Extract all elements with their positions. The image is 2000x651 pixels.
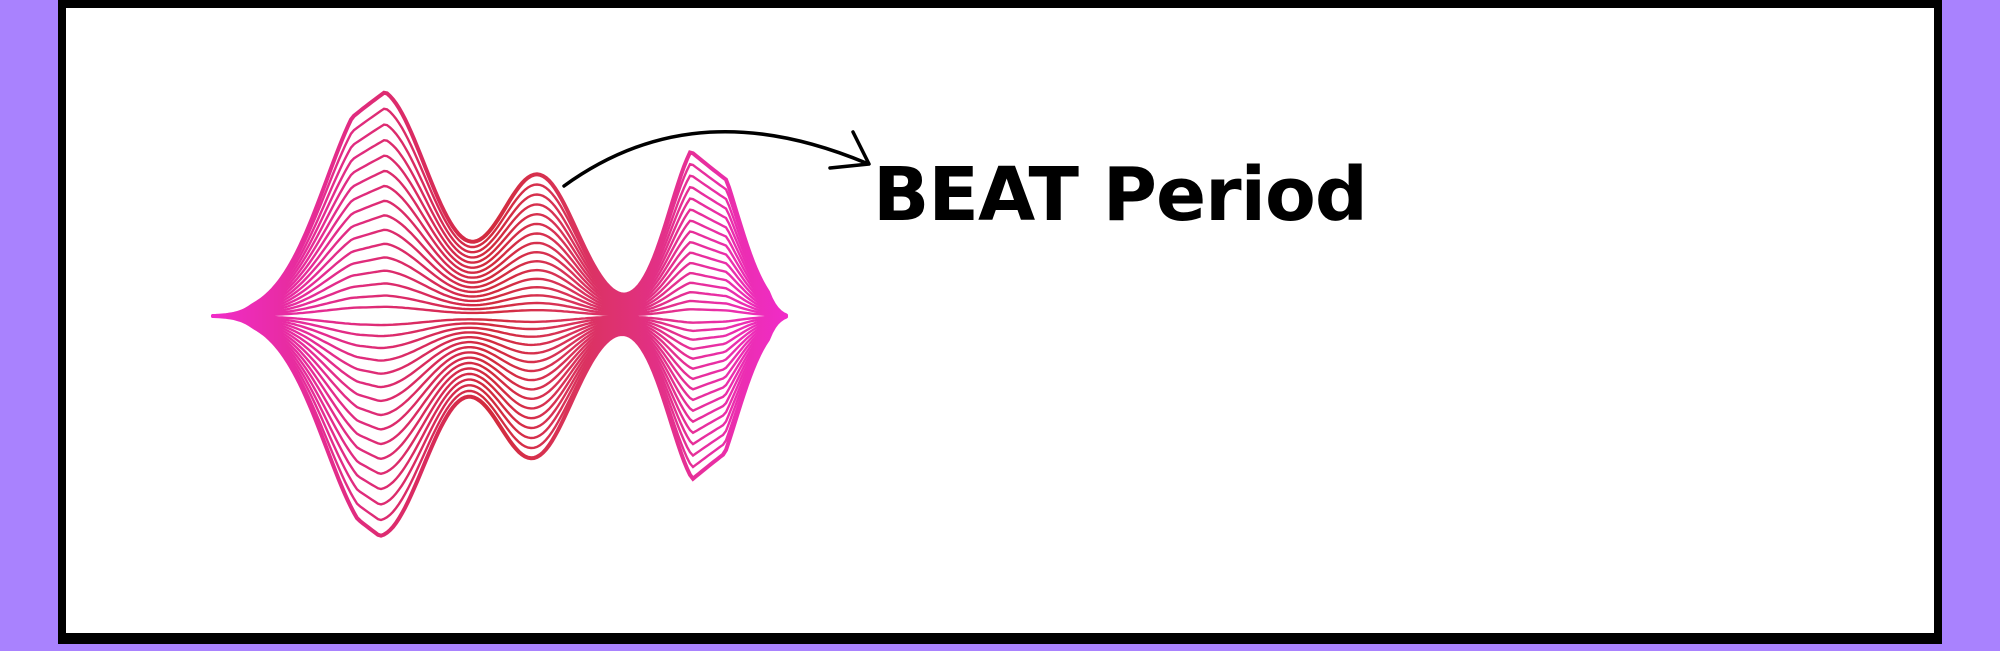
wave-line <box>211 314 788 538</box>
wave-line <box>211 294 788 318</box>
wave-line <box>211 305 788 318</box>
wave-line <box>211 214 788 318</box>
arrow-icon <box>562 130 871 188</box>
wave-line <box>211 138 788 318</box>
wave-line <box>211 184 788 318</box>
wave-line <box>211 314 788 491</box>
wave-line <box>211 314 788 522</box>
diagram-canvas: BEAT Period <box>66 8 1934 633</box>
wave-line <box>211 314 788 389</box>
wave-line <box>211 154 788 318</box>
wave-line <box>211 314 788 446</box>
wave-line <box>211 269 788 318</box>
wave-line <box>211 199 788 318</box>
diagram-svg <box>211 90 871 538</box>
wave-line <box>211 314 788 338</box>
wave-line <box>211 314 788 350</box>
beat-period-label: BEAT Period <box>873 152 1368 238</box>
wave-line <box>211 314 788 417</box>
wave-line <box>211 256 788 318</box>
wave-line <box>211 242 788 318</box>
wave-line <box>211 314 788 506</box>
wave-line <box>211 282 788 318</box>
wave-line <box>211 314 788 327</box>
wave-line <box>211 107 788 318</box>
arrow-head <box>828 130 871 170</box>
wave-line <box>211 90 788 318</box>
wave-line <box>211 169 788 318</box>
wave-line <box>211 123 788 318</box>
wave-line <box>211 314 788 476</box>
wave-line <box>211 314 788 431</box>
arrow-curve <box>562 130 868 188</box>
diagram-panel: BEAT Period <box>58 0 1942 644</box>
wave-line <box>211 228 788 318</box>
wave-line <box>211 314 788 362</box>
wave-line <box>211 314 788 375</box>
wave-line <box>211 314 788 403</box>
beat-waveform-icon <box>211 90 788 538</box>
wave-line <box>211 314 788 461</box>
